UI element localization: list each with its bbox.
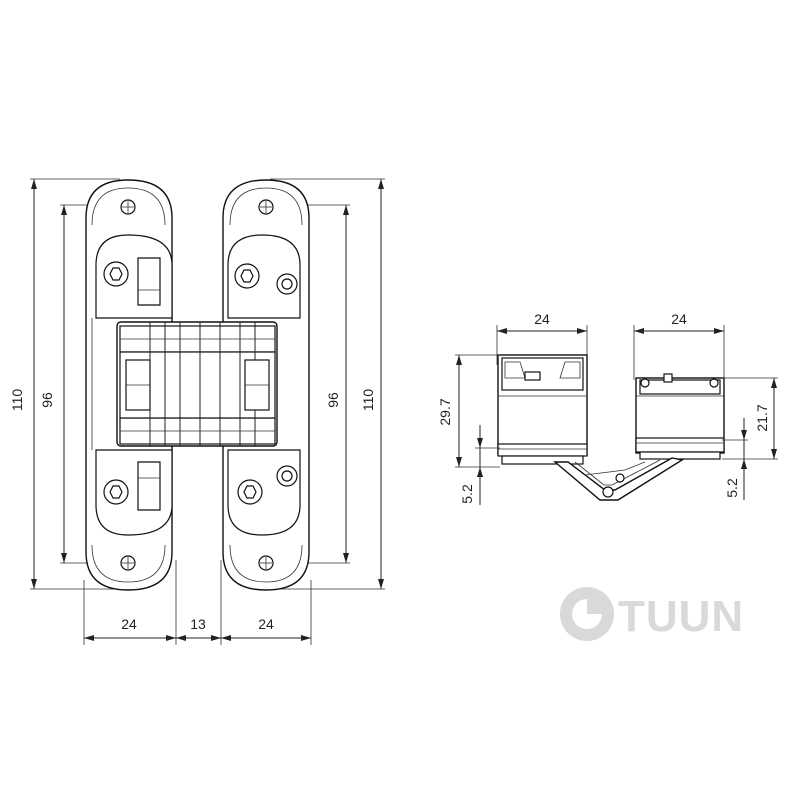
dim-width-gap: 13	[190, 616, 206, 632]
dim-side-width-right: 24	[671, 311, 687, 327]
dim-side-height-left: 29.7	[437, 398, 453, 425]
central-knuckle	[116, 321, 278, 447]
linkage-arm	[553, 457, 684, 501]
side-view: 24 24	[437, 311, 778, 505]
front-view: 110 96 110 96	[9, 178, 385, 645]
dim-height-outer-left: 110	[9, 389, 25, 412]
dim-height-inner-left: 96	[39, 392, 55, 408]
dim-width-left: 24	[121, 616, 137, 632]
dim-side-offset-left: 5.2	[459, 484, 475, 504]
dim-width-right: 24	[258, 616, 274, 632]
dim-side-offset-right: 5.2	[724, 478, 740, 498]
dim-height-inner-right: 96	[325, 392, 341, 408]
brand-watermark: TUUN	[560, 587, 744, 641]
dim-height-outer-right: 110	[360, 389, 376, 412]
dim-side-width-left: 24	[534, 311, 550, 327]
dim-side-height-right: 21.7	[754, 404, 770, 431]
brand-name: TUUN	[618, 592, 744, 641]
